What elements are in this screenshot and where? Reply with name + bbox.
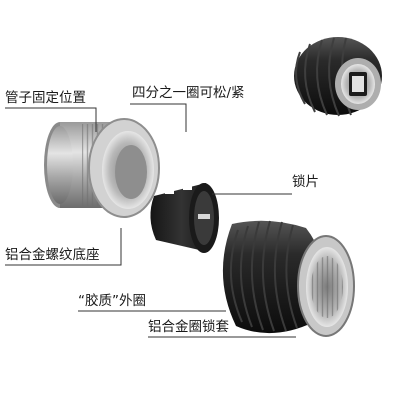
callout-lock-piece: 锁片 [292,174,319,190]
leader-pipe-fix [5,107,97,132]
callout-leader-lines [5,103,296,338]
rubber-lock-sleeve [222,220,355,337]
callout-aluminum-thread-base: 铝合金螺纹底座 [5,247,100,263]
leader-quarter-turn [130,103,187,132]
assembled-nut-preview [294,37,382,117]
aluminum-threaded-base [44,118,160,218]
callout-quarter-turn: 四分之一圈可松/紧 [132,85,245,101]
callout-aluminum-lock-sleeve: 铝合金圈锁套 [148,319,229,335]
leader-thread-base [5,228,122,266]
callout-rubber-outer-ring: “胶质”外圈 [78,293,146,309]
callout-pipe-fix-position: 管子固定位置 [5,90,86,106]
lock-piece [150,183,219,253]
